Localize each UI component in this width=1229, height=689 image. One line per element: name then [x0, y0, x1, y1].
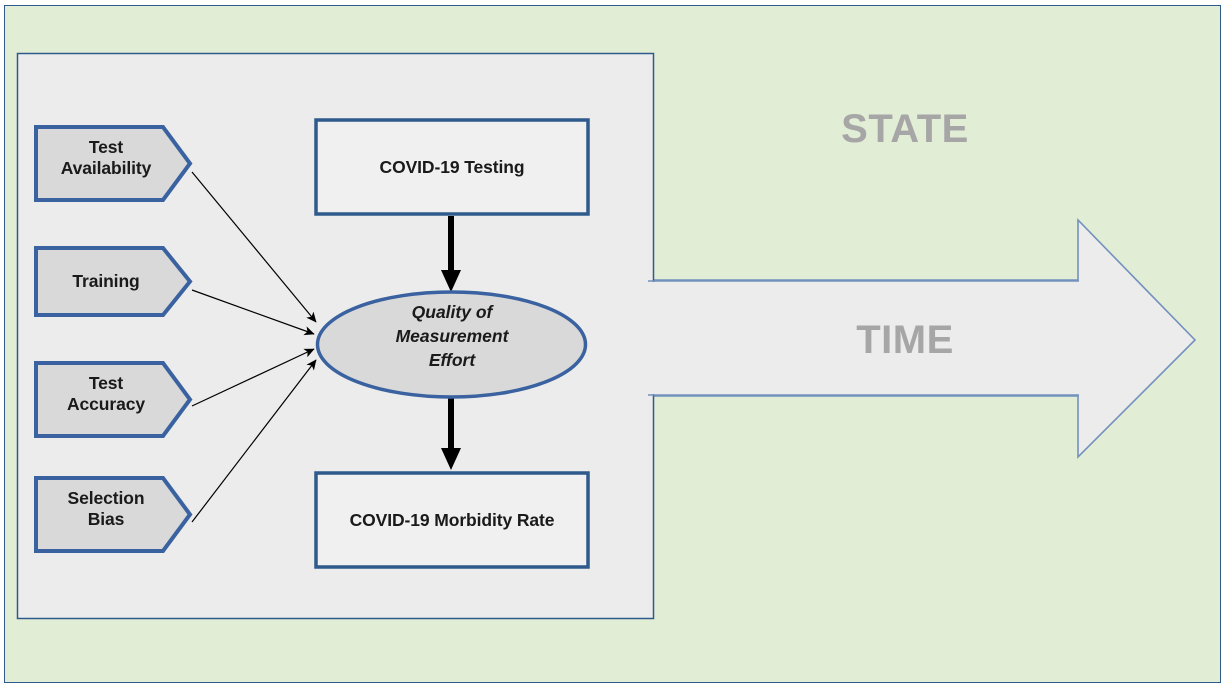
- pentagon-test-accuracy[interactable]: [34, 361, 193, 438]
- edge-ellipse-to-morbidity: [441, 397, 461, 470]
- edge-training-to-ellipse: [191, 289, 315, 336]
- pentagon-test-availability[interactable]: [34, 125, 193, 202]
- edge-test-accuracy-to-ellipse: [191, 348, 315, 407]
- pentagon-selection-bias[interactable]: [34, 476, 193, 553]
- pentagon-training[interactable]: [34, 246, 193, 317]
- time-arrow-shaft-overlay: [648, 280, 1079, 396]
- box-covid-19-testing[interactable]: [314, 118, 590, 216]
- box-covid-19-morbidity-rate[interactable]: [314, 471, 590, 569]
- ellipse-quality-of-measurement-effort[interactable]: [315, 290, 588, 399]
- time-arrow-shape: [652, 218, 1197, 459]
- edge-selection-bias-to-ellipse: [191, 359, 317, 523]
- edge-testing-to-ellipse: [441, 216, 461, 292]
- edge-test-availability-to-ellipse: [191, 171, 317, 323]
